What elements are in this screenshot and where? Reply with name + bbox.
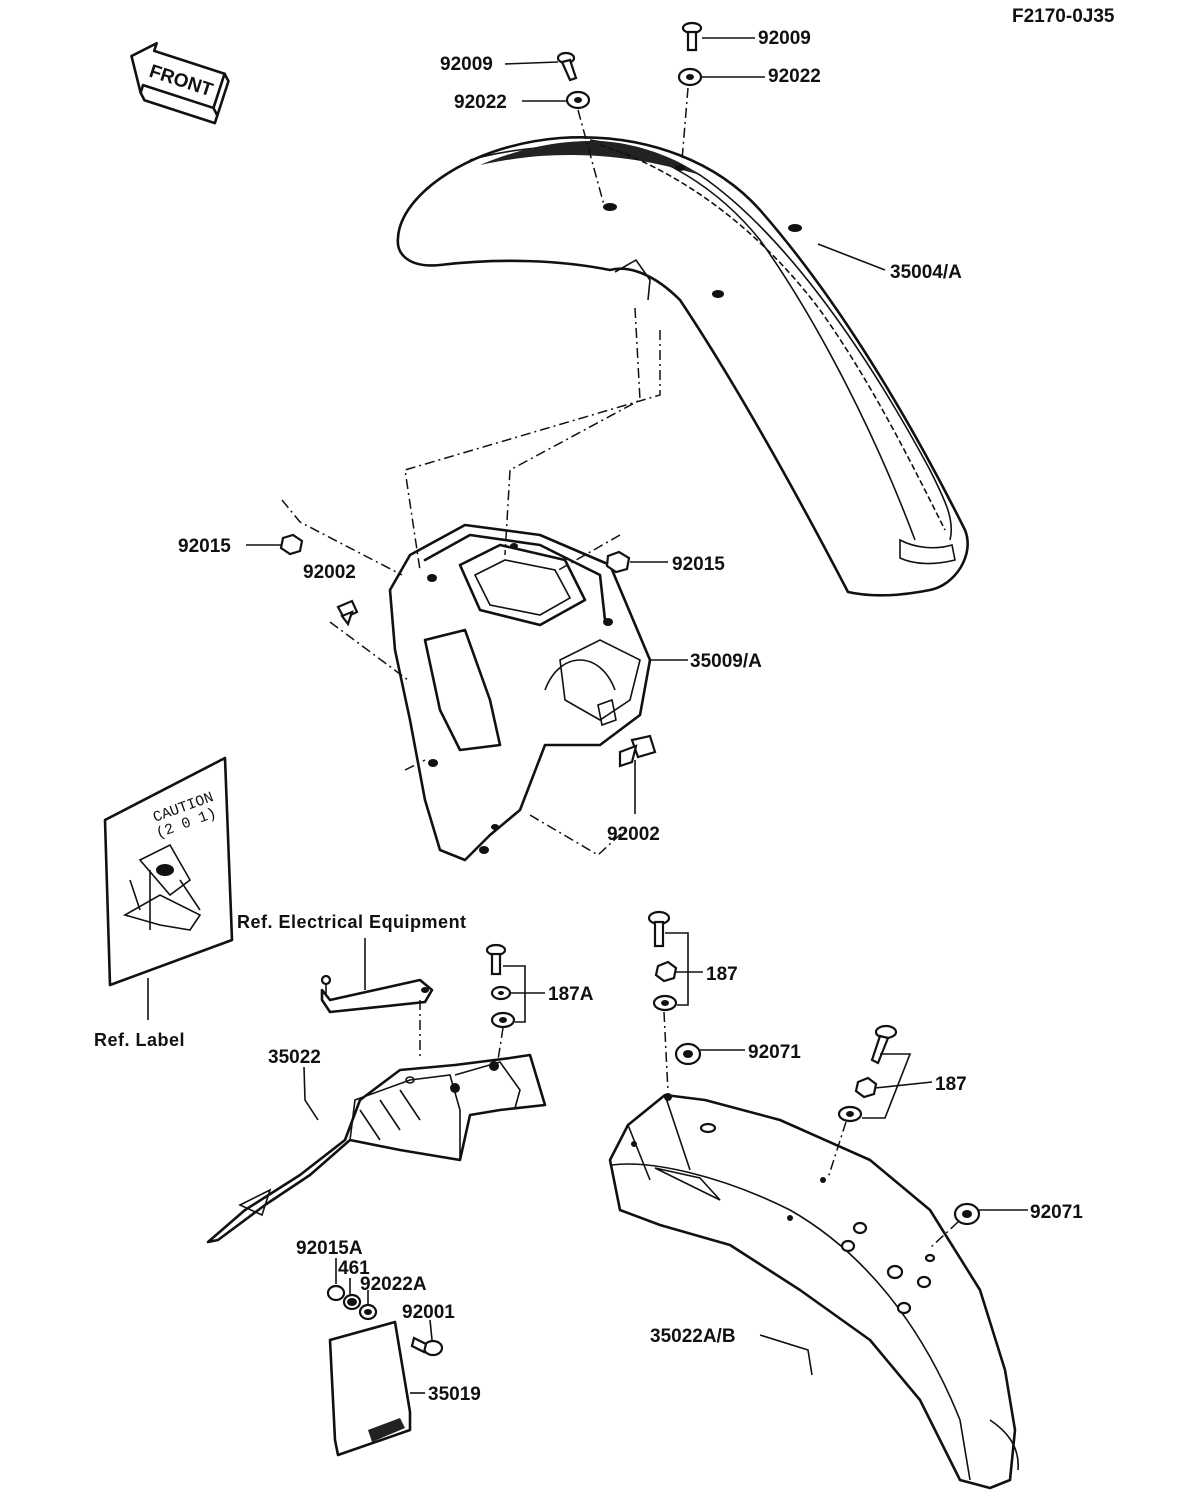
ref-electrical-equipment: Ref. Electrical Equipment [237, 912, 467, 932]
leader-187-top [665, 932, 703, 1006]
rear-fender [608, 1093, 1019, 1490]
washer-461 [342, 1293, 362, 1311]
ref-label: Ref. Label [94, 1030, 185, 1050]
bolt-187-top [647, 910, 678, 1012]
label-187-right: 187 [935, 1074, 967, 1095]
bolt-92009-right [681, 21, 703, 52]
mud-flap [328, 1320, 412, 1457]
label-92001: 92001 [402, 1302, 455, 1323]
bolt-92009-left [556, 51, 578, 82]
label-92022-left: 92022 [454, 92, 507, 113]
leader-35022 [303, 1066, 319, 1121]
label-92002-bottom: 92002 [607, 824, 660, 845]
label-92002-top: 92002 [303, 562, 356, 583]
bolt-187A [485, 943, 516, 1029]
label-35022AB: 35022A/B [650, 1326, 736, 1347]
label-92015A: 92015A [296, 1238, 363, 1259]
grommet-92071-top [674, 1042, 702, 1066]
label-461: 461 [338, 1258, 370, 1279]
label-92071-right: 92071 [1030, 1202, 1083, 1223]
label-92009-right: 92009 [758, 28, 811, 49]
label-35004A: 35004/A [890, 262, 962, 283]
diagram-code: F2170-0J35 [1012, 6, 1115, 27]
front-fender [396, 136, 969, 597]
label-92022A: 92022A [360, 1274, 427, 1295]
label-92015-right: 92015 [672, 554, 725, 575]
front-arrow-icon: FRONT [130, 41, 230, 125]
caution-label: CAUTION (2 0 1) [103, 756, 234, 987]
bolt-92002-top [336, 599, 359, 627]
washer-92022-right [677, 67, 703, 87]
inner-rear-fender [206, 1053, 547, 1244]
leader-187A [503, 965, 526, 1023]
label-35009A: 35009/A [690, 651, 762, 672]
fender-bracket [388, 523, 652, 862]
label-35022: 35022 [268, 1047, 321, 1068]
label-187A: 187A [548, 984, 594, 1005]
bolt-92002-bottom [618, 734, 657, 768]
leader-187-right [862, 1053, 933, 1119]
label-92015-left: 92015 [178, 536, 231, 557]
washer-92022-left [565, 90, 591, 110]
leader-35004A [817, 243, 886, 271]
leader-35022AB [759, 1334, 813, 1376]
grommet-92071-right [953, 1202, 981, 1226]
nut-92015-left [279, 533, 304, 556]
bolt-187-right [837, 1024, 898, 1123]
washer-92022A [358, 1303, 378, 1321]
label-92009-left: 92009 [440, 54, 493, 75]
nut-92015-right [605, 550, 631, 574]
screw-92001 [410, 1336, 444, 1357]
label-187-top: 187 [706, 964, 738, 985]
electrical-bracket [320, 974, 434, 1014]
leader-92009-left [504, 61, 559, 65]
label-35019: 35019 [428, 1384, 481, 1405]
nut-92015A [326, 1284, 346, 1302]
label-92071-top: 92071 [748, 1042, 801, 1063]
label-92022-right: 92022 [768, 66, 821, 87]
